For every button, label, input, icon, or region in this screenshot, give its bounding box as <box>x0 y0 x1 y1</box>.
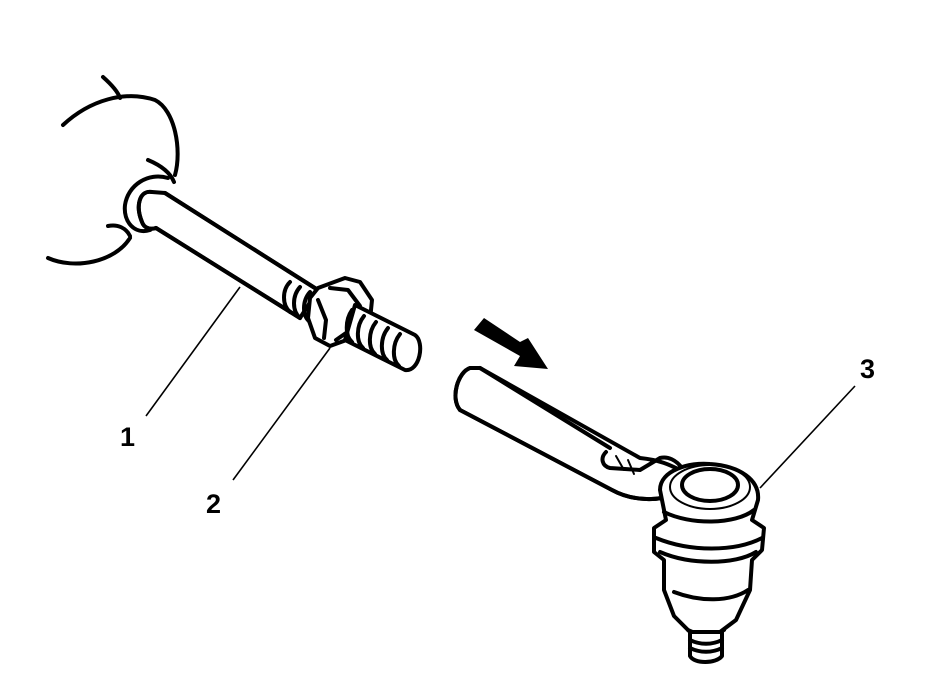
threaded-stud <box>343 303 423 372</box>
callout-2: 2 <box>206 489 221 519</box>
inner-tie-rod <box>136 189 320 324</box>
leader-line-3 <box>759 385 856 489</box>
direction-arrow-icon <box>474 318 548 369</box>
leader-line-1 <box>145 286 241 417</box>
ball-stud <box>688 630 724 664</box>
ball-socket <box>652 461 766 637</box>
leader-line-2 <box>232 347 331 481</box>
callout-3: 3 <box>860 354 875 384</box>
steering-boot <box>46 75 180 266</box>
callout-1: 1 <box>120 422 135 452</box>
outer-tie-rod-arm <box>453 366 684 501</box>
